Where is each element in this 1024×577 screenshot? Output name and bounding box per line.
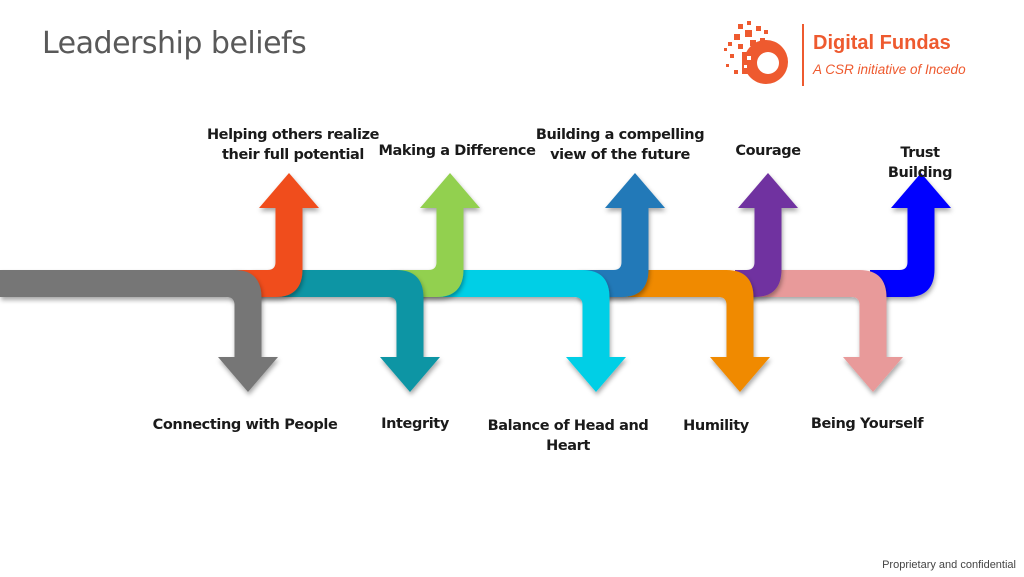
belief-label: Balance of Head and Heart <box>487 418 649 454</box>
belief-label: Being Yourself <box>810 416 924 432</box>
arrow-down-1 <box>0 270 278 392</box>
arrow-down-9 <box>745 270 903 392</box>
belief-label: Courage <box>735 143 801 159</box>
belief-label: Helping others realize their full potent… <box>206 127 380 163</box>
arrow-down-7 <box>595 270 770 392</box>
belief-label: Trust Building <box>887 145 953 181</box>
digital-fundas-logo: Digital Fundas A CSR initiative of Inced… <box>720 18 1010 90</box>
arrow-up-10 <box>870 173 951 297</box>
belief-label: Building a compelling view of the future <box>535 127 705 163</box>
logo-divider <box>802 24 804 86</box>
arrow-up-8 <box>735 173 798 297</box>
belief-label: Connecting with People <box>152 417 338 433</box>
arrow-up-6 <box>578 173 665 297</box>
arrow-up-4 <box>390 173 480 297</box>
arrow-down-3 <box>252 270 440 392</box>
arrow-up-2 <box>232 173 319 297</box>
belief-label: Making a Difference <box>378 143 536 159</box>
belief-label: Humility <box>683 418 749 434</box>
belief-label: Integrity <box>381 416 449 432</box>
logo-mark-icon <box>724 21 788 84</box>
logo-name: Digital Fundas <box>813 32 951 54</box>
confidentiality-footer: Proprietary and confidential <box>882 559 1016 571</box>
slide-title: Leadership beliefs <box>42 26 307 61</box>
logo-tagline: A CSR initiative of Incedo <box>813 62 966 77</box>
